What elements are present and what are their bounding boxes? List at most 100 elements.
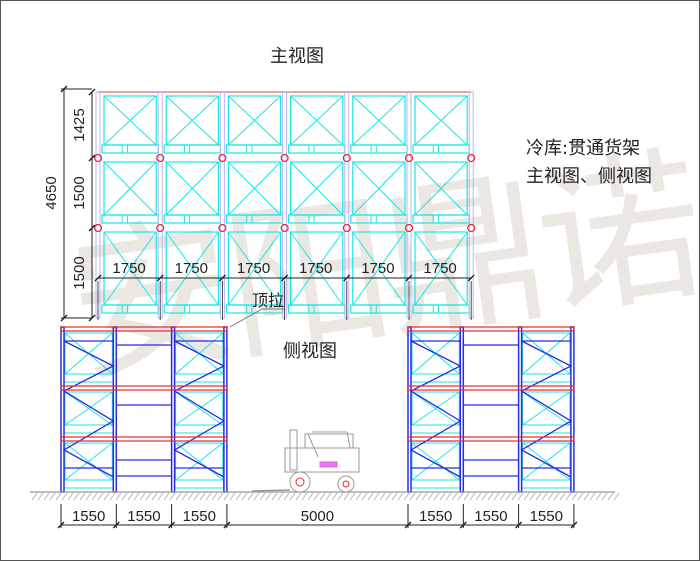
left-bay-dim: 1550 bbox=[72, 508, 105, 525]
ground-hatch bbox=[577, 492, 584, 501]
level-height-dim: 1500 bbox=[71, 256, 88, 289]
ground-hatch bbox=[385, 492, 392, 501]
pallet-cross bbox=[352, 95, 406, 146]
level-height-dim: 1500 bbox=[71, 176, 88, 209]
beam-connector bbox=[218, 153, 227, 163]
ground-hatch bbox=[85, 492, 92, 501]
wheel-hub bbox=[295, 477, 305, 487]
right-block-frame-left-upright bbox=[459, 326, 465, 493]
pallet-cross bbox=[165, 231, 219, 306]
pallet-cross bbox=[414, 231, 468, 306]
drawing-note: 冷库:贯通货架 主视图、侧视图 bbox=[526, 135, 652, 191]
side-view-title: 侧视图 bbox=[283, 341, 337, 362]
ground-hatch bbox=[217, 492, 224, 501]
right-bay-dim: 1550 bbox=[419, 508, 452, 525]
ground-hatch bbox=[505, 492, 512, 501]
forklift-fork bbox=[251, 489, 291, 492]
pallet-cross bbox=[290, 231, 344, 306]
ground-hatch bbox=[157, 492, 164, 501]
ground-hatch bbox=[331, 492, 338, 501]
ground-hatch bbox=[301, 492, 308, 501]
top-tie-label: 顶拉 bbox=[252, 291, 285, 310]
ground-hatch bbox=[529, 492, 536, 501]
ground-hatch bbox=[139, 492, 146, 501]
pallet-cross bbox=[352, 161, 406, 216]
pallet-base bbox=[288, 214, 346, 224]
ground-hatch bbox=[463, 492, 470, 501]
pallet-cross bbox=[103, 231, 157, 306]
pallet-cross bbox=[228, 95, 281, 146]
pallet-cross bbox=[175, 391, 224, 426]
right-block-frame-right-bracing bbox=[520, 340, 573, 478]
ground-hatch bbox=[361, 492, 368, 501]
ground-hatch bbox=[601, 492, 608, 501]
dim-tick bbox=[88, 88, 96, 96]
forklift-cab bbox=[307, 433, 319, 458]
dim-tick bbox=[343, 274, 351, 282]
pallet-base bbox=[101, 214, 159, 224]
ground-hatch bbox=[163, 492, 170, 501]
right-block-frame-right-upright bbox=[570, 326, 575, 493]
pallet-cross bbox=[103, 161, 157, 216]
beam-connector bbox=[342, 223, 351, 233]
ground-hatch bbox=[559, 492, 566, 501]
pallet-base bbox=[288, 304, 346, 314]
top-tie-leader bbox=[229, 308, 263, 328]
red-beam bbox=[60, 436, 228, 442]
aisle-width-dim: 5000 bbox=[301, 508, 334, 525]
left-block-frame-left-bracing bbox=[62, 340, 115, 478]
ground-hatch bbox=[91, 492, 98, 501]
ground-hatch bbox=[589, 492, 596, 501]
ground-hatch bbox=[313, 492, 320, 501]
ground-hatch bbox=[235, 492, 242, 501]
forklift-mast bbox=[289, 429, 298, 471]
right-bay-dim: 1550 bbox=[474, 508, 507, 525]
left-bay-dim: 1550 bbox=[127, 508, 160, 525]
pallet-base bbox=[412, 144, 470, 154]
beam-connector bbox=[280, 223, 289, 233]
beam-connector bbox=[342, 153, 351, 163]
forklift-seat-area bbox=[304, 433, 354, 449]
pallet-base bbox=[410, 424, 461, 434]
ground-hatch bbox=[595, 492, 602, 501]
bay-width-dim: 1750 bbox=[175, 260, 208, 277]
left-block-frame-right-bracing bbox=[173, 340, 226, 478]
pallet-base bbox=[225, 144, 284, 154]
note-line-1: 冷库:贯通货架 bbox=[526, 138, 641, 159]
pallet-base bbox=[521, 424, 572, 434]
ground-hatch bbox=[439, 492, 446, 501]
ground-hatch bbox=[49, 492, 56, 501]
ground-hatch bbox=[421, 492, 428, 501]
pallet-base bbox=[163, 304, 221, 314]
red-beam bbox=[407, 326, 575, 332]
right-block-frame-left-bracing bbox=[409, 340, 462, 478]
pallet-cross bbox=[414, 161, 468, 216]
ground-hatch bbox=[349, 492, 356, 501]
left-block-frame-right-upright bbox=[223, 326, 228, 493]
pallet-base bbox=[163, 144, 221, 154]
beam-connector bbox=[404, 223, 414, 233]
pallet-base bbox=[174, 424, 225, 434]
pallet-base bbox=[63, 479, 114, 489]
ground-hatch bbox=[73, 492, 80, 501]
total-height-dim: 4650 bbox=[43, 176, 60, 209]
pallet-base bbox=[350, 304, 408, 314]
ground-hatch bbox=[229, 492, 236, 501]
bay-width-dim: 1750 bbox=[423, 260, 456, 277]
pallet-base bbox=[412, 214, 470, 224]
ground-hatch bbox=[121, 492, 128, 501]
beam-connector bbox=[467, 153, 476, 163]
beam-connector bbox=[467, 223, 476, 233]
pallet-cross bbox=[165, 161, 219, 216]
ground-hatch bbox=[211, 492, 218, 501]
right-block-frame-right-upright bbox=[517, 326, 523, 493]
ground-hatch bbox=[583, 492, 590, 501]
beam-connector bbox=[93, 223, 103, 233]
pallet-cross bbox=[411, 391, 460, 426]
pallet-cross bbox=[414, 95, 468, 146]
ground-hatch bbox=[277, 492, 284, 501]
dim-tick bbox=[156, 274, 164, 282]
ground-hatch bbox=[433, 492, 440, 501]
ground-hatch bbox=[613, 492, 620, 501]
